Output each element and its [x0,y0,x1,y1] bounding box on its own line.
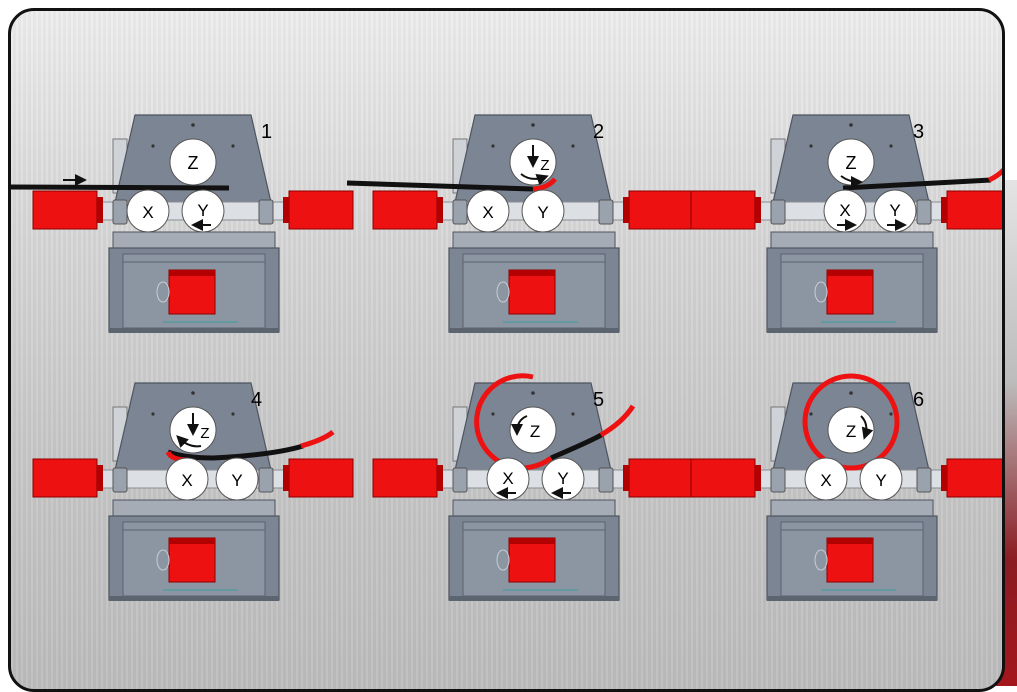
x-roller-label: X [839,201,850,220]
step-5: Z X Y 5 [372,373,694,602]
pipe-bent-section [987,167,1002,183]
y-roller-label: Y [197,201,208,220]
x-roller-label: X [820,471,831,490]
z-rotation-arrow [511,415,528,436]
z-roller-label: Z [846,422,856,441]
z-rotation-arrow [840,175,863,188]
pipe-bent-section [300,429,335,449]
x-roller-label: X [502,469,513,488]
step-2: Z X Y 2 [346,114,694,334]
y-roller [859,457,903,501]
diagram-frame: Z X Y 1 Z X Y 2 Z X Y 3 [8,8,1005,692]
z-roller-label: Z [200,425,209,442]
step-number: 5 [593,389,604,411]
x-roller-label: X [482,203,493,222]
z-roller-label: Z [530,422,540,441]
y-roller-label: Y [231,471,242,490]
y-roller-label: Y [557,469,568,488]
y-roller-label: Y [875,471,886,490]
pipe-bent-section [532,177,557,192]
step-4: Z X Y 4 [32,382,354,602]
y-roller [215,457,259,501]
x-roller [126,189,170,233]
step-3: Z X Y 3 [690,114,1002,334]
z-roller-label: Z [540,157,549,174]
step-number: 2 [593,121,604,143]
y-roller-label: Y [889,201,900,220]
z-roller [169,138,217,186]
pipe [167,443,304,461]
pipe-ring [802,373,900,471]
y-roller [521,189,565,233]
z-rotation-arrow [520,173,549,186]
pipe [11,184,230,191]
step-number: 6 [913,389,924,411]
z-roller-label: Z [188,153,199,173]
bending-steps-diagram: Z X Y 1 Z X Y 2 Z X Y 3 [11,114,1002,602]
z-roller-label: Z [846,153,857,173]
step-number: 4 [251,389,262,411]
step-1: Z X Y 1 [11,114,354,334]
x-roller-label: X [181,471,192,490]
step-6: Z X Y 6 [690,373,1002,602]
x-roller-label: X [142,203,153,222]
x-roller [466,189,510,233]
z-rotation-arrow [860,415,874,440]
y-roller-label: Y [537,203,548,222]
z-rotation-arrow [176,435,202,448]
x-roller [804,457,848,501]
x-roller [165,457,209,501]
step-number: 3 [913,121,924,143]
pipe [550,431,605,461]
pipe [346,180,534,192]
step-number: 1 [261,121,272,143]
pipe-bent-section [599,404,636,438]
